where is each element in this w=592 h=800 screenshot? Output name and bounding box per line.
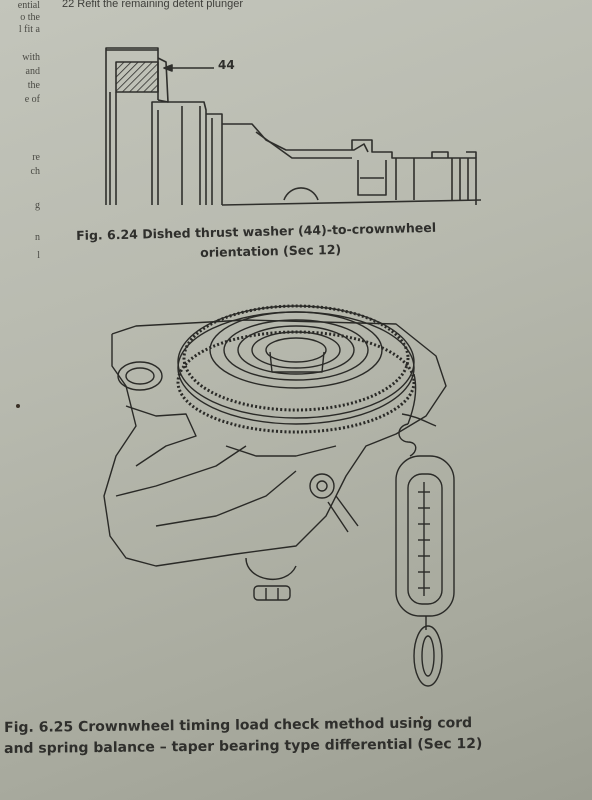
text-fragment: l [37, 250, 40, 261]
figure-6-24-caption: Fig. 6.24 Dished thrust washer (44)-to-c… [76, 219, 437, 243]
text-fragment: re [32, 152, 40, 163]
text-fragment: o the [20, 12, 40, 23]
figure-6-25-drawing [103, 304, 455, 687]
paper-speck [420, 716, 423, 719]
text-fragment: l fit a [18, 24, 40, 35]
text-fragment: ch [30, 166, 40, 177]
text-fragment: with [22, 52, 40, 63]
figure-6-24-caption-continued: orientation (Sec 12) [200, 241, 342, 260]
text-fragment: n [35, 232, 40, 243]
callout-44: 44 [218, 58, 235, 72]
step-22-text: 22 Refit the remaining detent plunger [62, 0, 244, 10]
paper-speck [16, 404, 20, 408]
figure-6-25-caption: Fig. 6.25 Crownwheel timing load check m… [4, 715, 473, 736]
text-fragment: ential [17, 0, 40, 11]
text-fragment: g [35, 200, 40, 211]
figure-6-25-caption-continued: and spring balance – taper bearing type … [4, 735, 483, 757]
figure-6-24-drawing [105, 47, 482, 206]
text-fragment: e of [24, 94, 40, 105]
text-fragment: the [27, 80, 40, 91]
text-fragment: and [25, 66, 40, 77]
